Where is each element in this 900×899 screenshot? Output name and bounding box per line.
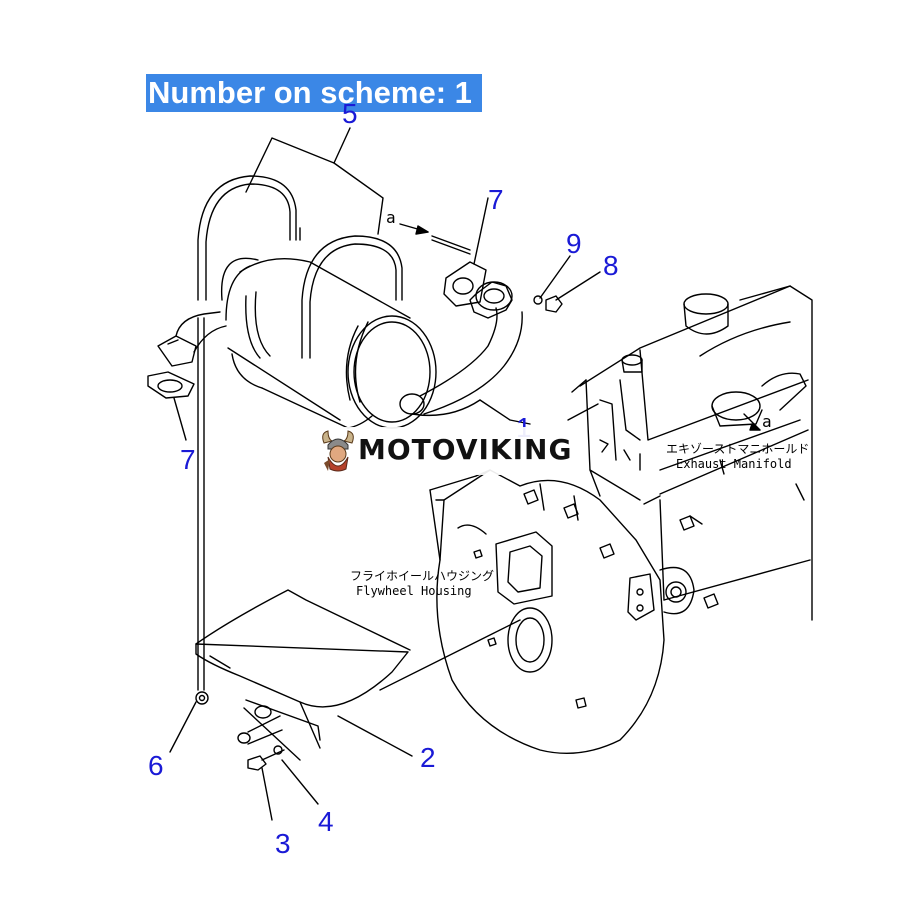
callout-7-upper: 7 xyxy=(488,184,504,215)
outlet-pipe xyxy=(399,281,531,425)
support-rod xyxy=(197,317,205,691)
callout-7-lower: 7 xyxy=(180,444,196,475)
muffler xyxy=(220,257,437,429)
u-bolt-front xyxy=(197,175,301,301)
flywheel-housing-label: Flywheel Housing xyxy=(356,584,472,598)
callout-8: 8 xyxy=(603,250,619,281)
callout-6: 6 xyxy=(148,750,164,781)
flywheel-housing-label-jp: フライホイールハウジング xyxy=(350,569,495,583)
engine-block xyxy=(567,285,813,621)
nut-and-washer xyxy=(533,255,601,313)
callout-2: 2 xyxy=(420,742,436,773)
gasket-lower xyxy=(147,371,195,441)
callout-9: 9 xyxy=(566,228,582,259)
callout-5-bracket xyxy=(245,127,384,235)
viking-logo-icon xyxy=(322,430,354,472)
watermark-text: MOTOVIKING xyxy=(358,433,573,466)
callout-4: 4 xyxy=(318,806,334,837)
callout-3: 3 xyxy=(275,828,291,859)
flywheel-housing xyxy=(429,469,665,754)
callout-5: 5 xyxy=(342,98,358,129)
inlet-elbow xyxy=(157,311,227,367)
view-marker-a-right: a xyxy=(762,412,772,431)
exhaust-manifold-label-jp: エキゾーストマニホールド xyxy=(666,442,810,456)
view-marker-a-left: a xyxy=(386,208,396,227)
gasket-upper xyxy=(443,197,489,307)
watermark: MOTOVIKING xyxy=(312,427,584,475)
heat-shield xyxy=(195,589,521,761)
stud-bolt xyxy=(399,223,471,255)
exhaust-manifold-label: Exhaust Manifold xyxy=(676,457,792,471)
u-bolt-rear xyxy=(301,235,403,359)
scheme-number-banner: Number on scheme: 1 xyxy=(146,74,482,112)
small-hardware xyxy=(169,691,319,821)
